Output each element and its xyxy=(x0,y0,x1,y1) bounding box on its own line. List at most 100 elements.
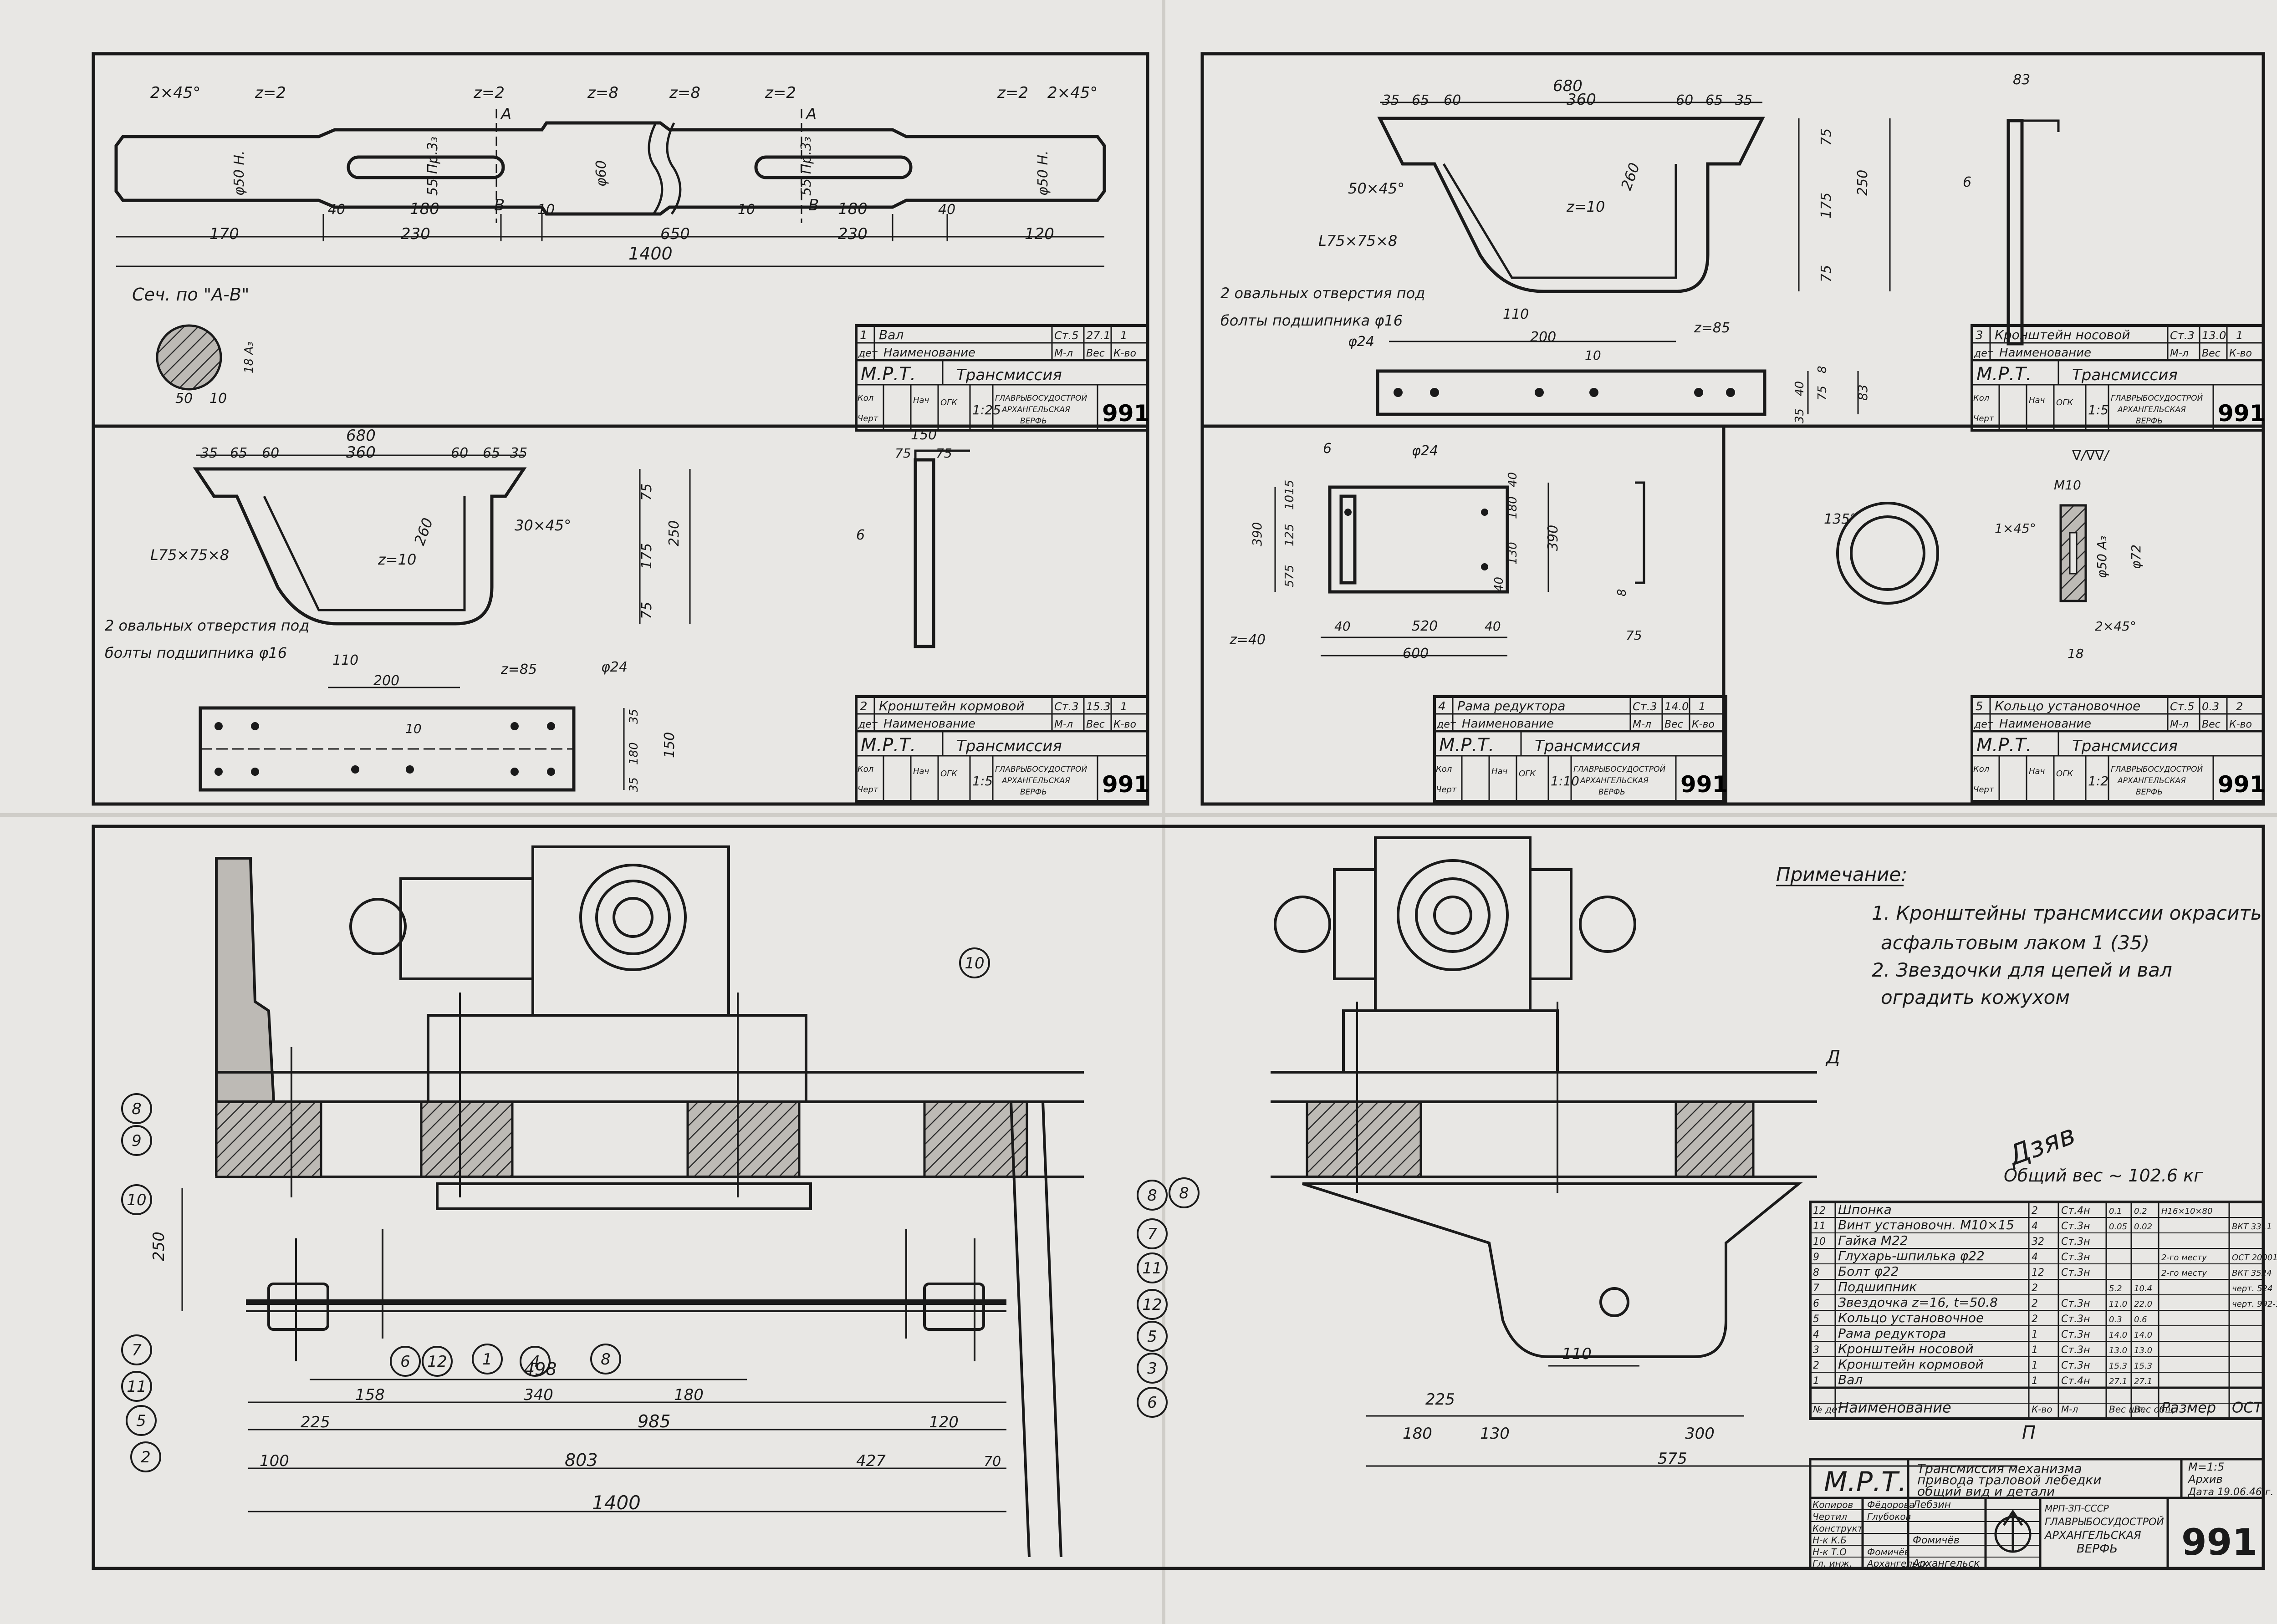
part5-lbl-name: Наименование xyxy=(1999,717,2091,731)
part1-sign-chert: Черт xyxy=(858,414,878,423)
svg-text:250: 250 xyxy=(150,1232,168,1261)
svg-text:520: 520 xyxy=(1412,618,1438,634)
svg-text:z=2: z=2 xyxy=(255,84,286,102)
svg-text:35: 35 xyxy=(1735,92,1752,108)
bom-cell-4-7: ВКТ 3524 xyxy=(2232,1268,2272,1278)
callout-left-6: 2 xyxy=(141,1448,151,1466)
part2-group: Трансмиссия xyxy=(956,737,1062,755)
svg-text:10: 10 xyxy=(405,721,422,736)
svg-text:50: 50 xyxy=(175,391,193,407)
callout-bottom-2: 1 xyxy=(482,1350,492,1369)
part4-material: Ст.3 xyxy=(1633,700,1657,713)
part1-sign-ogk: ОГК xyxy=(940,398,958,407)
bom-cell-2-0: 10 xyxy=(1813,1236,1826,1247)
notes-line-3: 2. Звездочки для цепей и вал xyxy=(1872,959,2172,981)
part5-org-2: АРХАНГЕЛЬСКАЯ xyxy=(2117,776,2186,785)
svg-text:50×45°: 50×45° xyxy=(1348,180,1404,197)
part3-org-3: ВЕРФЬ xyxy=(2136,417,2163,426)
part5-group: Трансмиссия xyxy=(2072,737,2178,755)
svg-text:40: 40 xyxy=(1506,472,1520,487)
part5-ring-drawing: ∇/∇∇/ 135° М10 1×45° φ50 А₃ φ72 2×45° 18 xyxy=(1824,448,2144,661)
part3-name: Кронштейн носовой xyxy=(1995,327,2130,342)
svg-text:180: 180 xyxy=(627,742,641,765)
svg-text:z=40: z=40 xyxy=(1229,632,1266,648)
part2-sign-kol: Кол xyxy=(858,764,873,774)
svg-text:65: 65 xyxy=(230,445,247,461)
bom-cell-4-6: 2-го месту xyxy=(2161,1268,2207,1278)
bom-cell-11-0: 1 xyxy=(1813,1375,1819,1387)
svg-text:2 овальных отверстия под: 2 овальных отверстия под xyxy=(1220,285,1425,302)
part5-lbl-wt: Вес xyxy=(2202,719,2221,730)
svg-text:1015: 1015 xyxy=(1283,480,1297,510)
svg-text:110: 110 xyxy=(332,652,358,668)
svg-text:360: 360 xyxy=(346,443,376,462)
svg-text:340: 340 xyxy=(524,1386,553,1404)
bom-cell-11-5: 27.1 xyxy=(2134,1377,2152,1386)
part5-material: Ст.5 xyxy=(2170,700,2195,713)
part5-org: М.Р.Т. xyxy=(1976,735,2032,756)
svg-text:170: 170 xyxy=(209,225,239,243)
svg-text:180: 180 xyxy=(1506,496,1520,519)
svg-text:250: 250 xyxy=(1855,170,1871,196)
bom-cell-1-4: 0.05 xyxy=(2109,1222,2127,1232)
callout-left-0: 8 xyxy=(132,1100,142,1118)
svg-text:z=2: z=2 xyxy=(765,84,796,102)
callout-right-3: 12 xyxy=(1142,1296,1162,1314)
part3-scale: 1:5 xyxy=(2088,402,2109,417)
svg-text:75: 75 xyxy=(895,446,911,461)
part3-lbl-qty: К-во xyxy=(2229,348,2252,359)
svg-text:35: 35 xyxy=(627,777,641,792)
svg-text:83: 83 xyxy=(1855,384,1870,401)
svg-text:A: A xyxy=(805,105,817,123)
svg-text:болты подшипника φ16: болты подшипника φ16 xyxy=(105,644,287,662)
part2-org-2: АРХАНГЕЛЬСКАЯ xyxy=(1001,776,1070,785)
bom-cell-6-4: 11.0 xyxy=(2109,1299,2127,1309)
bom-cell-10-0: 2 xyxy=(1813,1360,1819,1371)
bom-cell-0-6: Н16×10×80 xyxy=(2161,1207,2212,1216)
part4-lbl-mat: М-л xyxy=(1633,719,1651,730)
part1-lbl-name: Наименование xyxy=(883,346,975,360)
svg-text:225: 225 xyxy=(301,1413,330,1431)
svg-text:6: 6 xyxy=(1963,174,1971,190)
part4-org: М.Р.Т. xyxy=(1439,735,1494,756)
part4-lbl-wt: Вес xyxy=(1664,719,1683,730)
part4-lbl-qty: К-во xyxy=(1692,719,1715,730)
main-title-line-2: привода траловой лебедки xyxy=(1917,1472,2101,1487)
svg-text:10: 10 xyxy=(738,202,755,218)
bom-cell-6-1: Звездочка z=16, t=50.8 xyxy=(1838,1295,1998,1310)
main-title-archive: Архив xyxy=(2187,1473,2223,1486)
bom-cell-7-0: 5 xyxy=(1813,1313,1819,1325)
bom-cell-6-5: 22.0 xyxy=(2134,1299,2152,1309)
svg-text:65: 65 xyxy=(483,445,500,461)
svg-text:6: 6 xyxy=(1323,441,1332,457)
svg-text:300: 300 xyxy=(1685,1425,1715,1443)
svg-text:болты подшипника φ16: болты подшипника φ16 xyxy=(1220,312,1403,329)
svg-text:60: 60 xyxy=(1444,92,1461,108)
bom-cell-7-1: Кольцо установочное xyxy=(1838,1310,1984,1325)
svg-text:135°: 135° xyxy=(1824,511,1857,527)
callout-left-2: 10 xyxy=(127,1191,146,1209)
svg-text:200: 200 xyxy=(1530,329,1556,345)
svg-text:230: 230 xyxy=(838,225,868,243)
part5-name: Кольцо установочное xyxy=(1995,698,2140,713)
svg-text:158: 158 xyxy=(355,1386,385,1404)
factory-stamp-logo xyxy=(1994,1509,2032,1553)
svg-text:1400: 1400 xyxy=(628,244,673,264)
part2-scale: 1:5 xyxy=(972,774,993,789)
svg-text:Фомичёв: Фомичёв xyxy=(1867,1547,1909,1558)
assembly-front-dims xyxy=(181,1188,1006,1512)
bom-cell-5-1: Подшипник xyxy=(1838,1279,1917,1294)
svg-text:МРП-ЗП-СССР: МРП-ЗП-СССР xyxy=(2045,1503,2109,1514)
svg-text:427: 427 xyxy=(856,1452,886,1470)
bom-cell-5-4: 5.2 xyxy=(2109,1284,2122,1293)
svg-text:30×45°: 30×45° xyxy=(515,517,571,534)
callout-right-0: 8 xyxy=(1147,1186,1157,1205)
svg-text:ВЕРФЬ: ВЕРФЬ xyxy=(2077,1542,2118,1556)
bom-cell-7-5: 0.6 xyxy=(2134,1315,2147,1324)
svg-text:10: 10 xyxy=(209,391,227,407)
main-title-date: Дата 19.06.46 г. xyxy=(2188,1487,2273,1498)
bom-cell-4-1: Болт φ22 xyxy=(1838,1264,1899,1279)
bom-cell-11-1: Вал xyxy=(1838,1372,1863,1387)
part2-lbl-det: дет xyxy=(858,719,878,730)
bom-cell-5-0: 7 xyxy=(1813,1283,1819,1294)
